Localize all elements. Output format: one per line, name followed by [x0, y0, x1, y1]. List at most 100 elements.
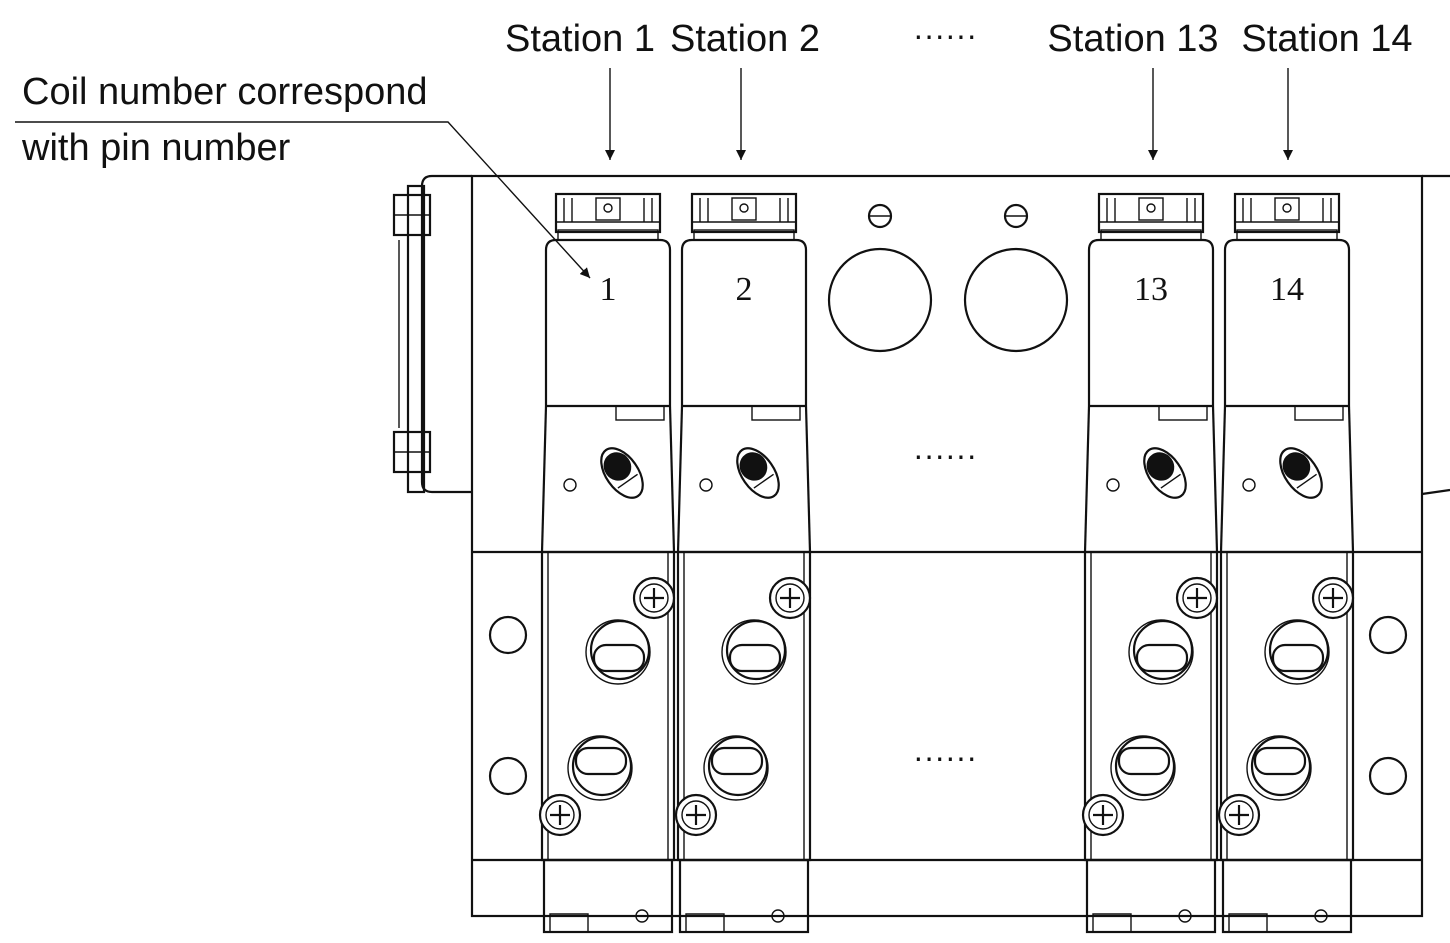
drawing-line [1294, 405, 1344, 421]
knob-outline [1279, 447, 1323, 499]
port-ring-icon [1132, 619, 1194, 681]
middle-ellipsis-upper: ······ [913, 437, 977, 473]
coil-connector [690, 192, 798, 234]
port-slot [1117, 746, 1171, 776]
valve-station: 1 [538, 192, 676, 934]
drawing-line [617, 473, 638, 489]
annotation-line-1: Coil number correspond [22, 71, 428, 113]
manual-override-icon [736, 447, 780, 499]
blank-plug-icon [963, 247, 1069, 353]
port-ring-icon [571, 735, 633, 797]
knob-cap [1282, 452, 1311, 481]
middle-ellipsis-lower: ······ [913, 739, 977, 775]
valve-foot [678, 858, 810, 934]
port-slot [710, 746, 764, 776]
port-ring-icon [589, 619, 651, 681]
mounting-hole-icon [1368, 615, 1408, 655]
screw-icon [681, 800, 711, 830]
drawing-line [615, 405, 665, 421]
connector-pin-icon [603, 203, 613, 213]
foot-hole-icon [635, 909, 649, 923]
blank-plugs [827, 203, 1069, 353]
drawing-line [668, 405, 676, 553]
screw-icon [1318, 583, 1348, 613]
indicator-dot-icon [563, 478, 577, 492]
coil-housing [1223, 238, 1351, 406]
indicator-dot-icon [699, 478, 713, 492]
coil-number: 2 [736, 271, 753, 308]
screw-head-icon [1003, 203, 1029, 229]
annotation-leader-line [15, 121, 591, 279]
station-labels: Station 1 Station 2 Station 13 Station 1… [505, 17, 1413, 60]
manual-override-icon [600, 447, 644, 499]
station-label-2: Station 2 [670, 18, 820, 60]
knob-outline [1143, 447, 1187, 499]
drawing-line [1219, 405, 1227, 553]
valve-foot [1221, 858, 1353, 934]
connector-pin-icon [1146, 203, 1156, 213]
drawing-line [804, 405, 812, 553]
station-label-13: Station 13 [1047, 18, 1218, 60]
knob-cap [1146, 452, 1175, 481]
drawing-line [676, 405, 684, 553]
drawing-line [1092, 913, 1132, 932]
coil-connector [1233, 192, 1341, 234]
blank-plug-icon [827, 247, 933, 353]
screw-icon [775, 583, 805, 613]
coil-connector [554, 192, 662, 234]
drawing-line [1138, 197, 1164, 221]
port-ring-icon [1250, 735, 1312, 797]
manual-override-icon [1143, 447, 1187, 499]
station-label-14: Station 14 [1241, 18, 1412, 60]
coil-number: 14 [1270, 271, 1304, 308]
port-slot [1271, 643, 1325, 673]
foot-hole-icon [1314, 909, 1328, 923]
drawing-line [1274, 197, 1300, 221]
mounting-hole-icon [488, 756, 528, 796]
knob-cap [739, 452, 768, 481]
drawing-line [751, 405, 801, 421]
port-slot [728, 643, 782, 673]
port-ring-icon [1114, 735, 1176, 797]
port-ring-icon [707, 735, 769, 797]
drawing-line [1160, 473, 1181, 489]
drawing-line [1083, 405, 1091, 553]
coil-number: 1 [600, 271, 617, 308]
foot-hole-icon [1178, 909, 1192, 923]
coil-number: 13 [1134, 271, 1168, 308]
valve-station: 13 [1081, 192, 1219, 934]
screw-icon [639, 583, 669, 613]
manual-override-icon [1279, 447, 1323, 499]
screw-icon [1182, 583, 1212, 613]
indicator-dot-icon [1242, 478, 1256, 492]
connector-pin-icon [1282, 203, 1292, 213]
valve-station: 2 [674, 192, 812, 934]
drawing-line [540, 405, 548, 553]
mounting-hole-icon [1368, 756, 1408, 796]
port-slot [1135, 643, 1189, 673]
coil-housing [544, 238, 672, 406]
valve-foot [542, 858, 674, 934]
coil-annotation: Coil number correspond with pin number [15, 71, 591, 279]
connector-pin-icon [739, 203, 749, 213]
drawing-line [595, 197, 621, 221]
screw-head-icon [867, 203, 893, 229]
knob-outline [600, 447, 644, 499]
coil-connector [1097, 192, 1205, 234]
indicator-dot-icon [1106, 478, 1120, 492]
port-slot [1253, 746, 1307, 776]
drawing-line [753, 473, 774, 489]
station-arrows [605, 68, 1293, 160]
knob-outline [736, 447, 780, 499]
drawing-line [1211, 405, 1219, 553]
annotation-line-2: with pin number [21, 127, 291, 169]
port-ring-icon [1268, 619, 1330, 681]
port-slot [574, 746, 628, 776]
drawing-line [731, 197, 757, 221]
drawing-line [549, 913, 589, 932]
screw-icon [545, 800, 575, 830]
port-slot [592, 643, 646, 673]
drawing-line [1347, 405, 1355, 553]
left-connector [392, 174, 472, 494]
